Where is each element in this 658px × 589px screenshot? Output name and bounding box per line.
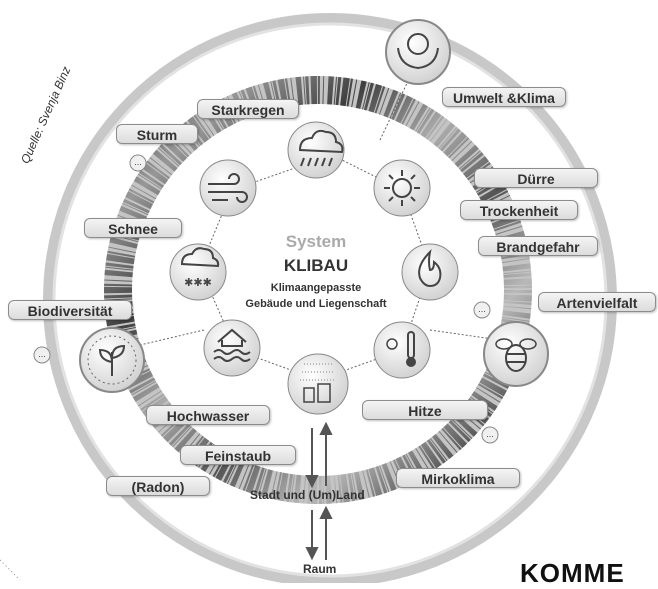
label-sturm: Sturm	[116, 124, 198, 144]
bee-icon	[483, 321, 549, 387]
ellipsis-text: ...	[134, 157, 142, 167]
stadt-land-label: Stadt und (Um)Land	[250, 488, 365, 502]
center-title: KLIBAU	[283, 256, 349, 275]
label-hitze: Hitze	[362, 400, 488, 420]
label-duerre: Dürre	[474, 168, 598, 188]
sun-icon	[373, 159, 431, 217]
rain-icon	[287, 121, 345, 179]
brand-text: KOMME	[520, 558, 625, 588]
center-subtitle-2: Gebäude und Liegenschaft	[245, 298, 387, 310]
label-starkregen: Starkregen	[197, 99, 299, 119]
ellipsis-text: ...	[38, 349, 46, 359]
center-system-label: System	[285, 232, 347, 251]
wind-icon	[199, 159, 257, 217]
more-dots-1	[129, 154, 147, 172]
more-dots-2	[33, 346, 51, 364]
label-biodiversitaet: Biodiversität	[8, 300, 132, 320]
label-trockenheit: Trockenheit	[460, 200, 578, 220]
label-hochwasser: Hochwasser	[146, 405, 270, 425]
inner-ring	[104, 76, 532, 504]
thermometer-icon	[373, 321, 431, 379]
label-brandgefahr: Brandgefahr	[478, 236, 598, 256]
hands-globe-icon	[385, 19, 451, 85]
svg-text:✱✱✱: ✱✱✱	[184, 276, 212, 289]
flood-icon	[203, 319, 261, 377]
more-dots-4	[481, 426, 499, 444]
scale-arrows	[305, 421, 333, 561]
center-subtitle-1: Klimaangepasste	[270, 282, 362, 294]
label-umwelt-klima: Umwelt &Klima	[442, 87, 566, 107]
snow-icon: ✱✱✱	[169, 243, 227, 301]
label-schnee: Schnee	[84, 218, 182, 238]
fine-dust-icon	[287, 353, 349, 415]
biodiversity-plant-icon	[79, 327, 145, 393]
raum-label: Raum	[303, 562, 337, 576]
ellipsis-text: ...	[478, 304, 486, 314]
corner-dots	[0, 559, 21, 581]
label-artenvielfalt: Artenvielfalt	[538, 292, 656, 312]
label-radon: (Radon)	[106, 476, 210, 496]
more-dots-3	[473, 301, 491, 319]
label-mikroklima: Mirkoklima	[396, 468, 520, 488]
fire-icon	[401, 243, 459, 301]
ellipsis-text: ...	[486, 429, 494, 439]
label-feinstaub: Feinstaub	[180, 445, 296, 465]
